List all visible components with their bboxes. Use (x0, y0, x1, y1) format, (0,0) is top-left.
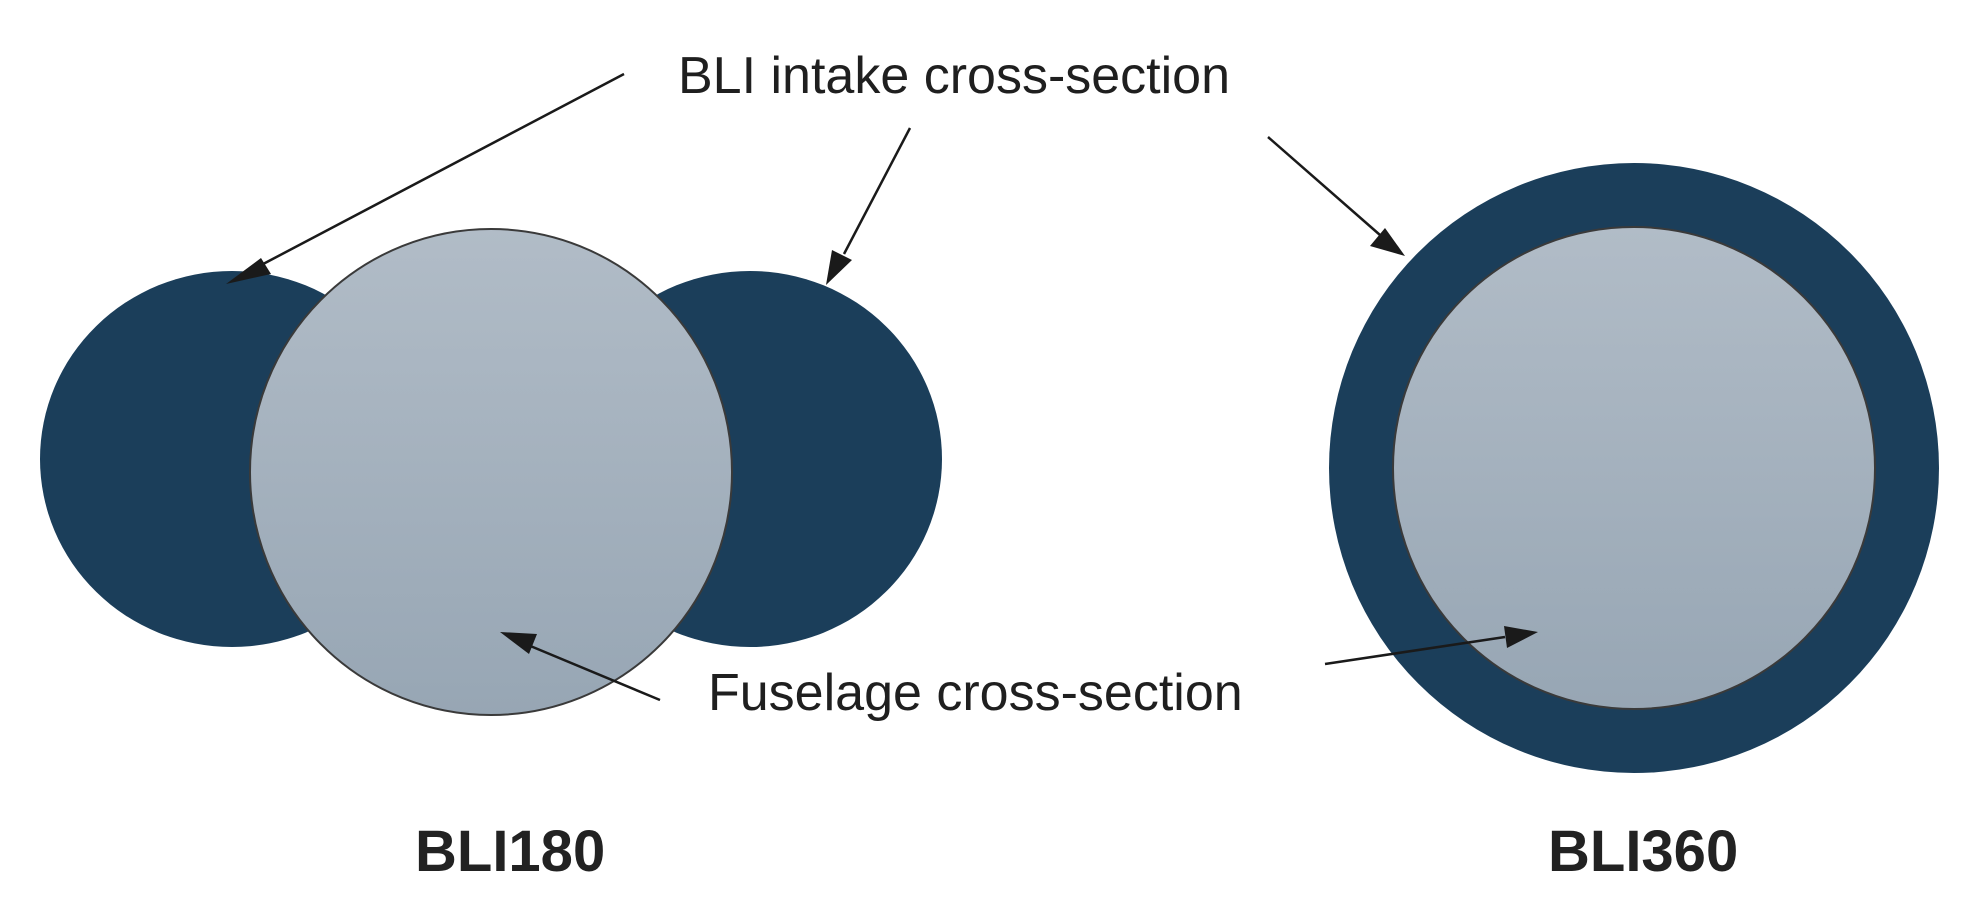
arrow-fuselage-left-head (500, 632, 537, 654)
arrow-fuselage-left-line (527, 643, 661, 702)
arrow-intake-ring-line (1267, 136, 1381, 236)
arrow-fuselage-right-line (1324, 635, 1506, 666)
arrow-intake-left-head (226, 258, 271, 284)
arrow-intake-right-head (826, 250, 852, 285)
arrow-fuselage-right-head (1504, 626, 1538, 648)
arrow-intake-ring-head (1370, 228, 1405, 256)
bli180-fuselage (249, 228, 733, 716)
bli360-fuselage (1392, 226, 1876, 710)
arrow-intake-right-line (842, 127, 912, 255)
bli180-group (40, 228, 942, 716)
arrow-intake-left-line (247, 72, 625, 274)
bli180-config-label: BLI180 (415, 819, 605, 884)
intake-callout-label: BLI intake cross-section (678, 47, 1230, 105)
fuselage-callout-label: Fuselage cross-section (708, 664, 1243, 722)
bli360-config-label: BLI360 (1548, 819, 1738, 884)
bli360-group (1329, 163, 1939, 773)
leader-lines (226, 72, 1538, 702)
